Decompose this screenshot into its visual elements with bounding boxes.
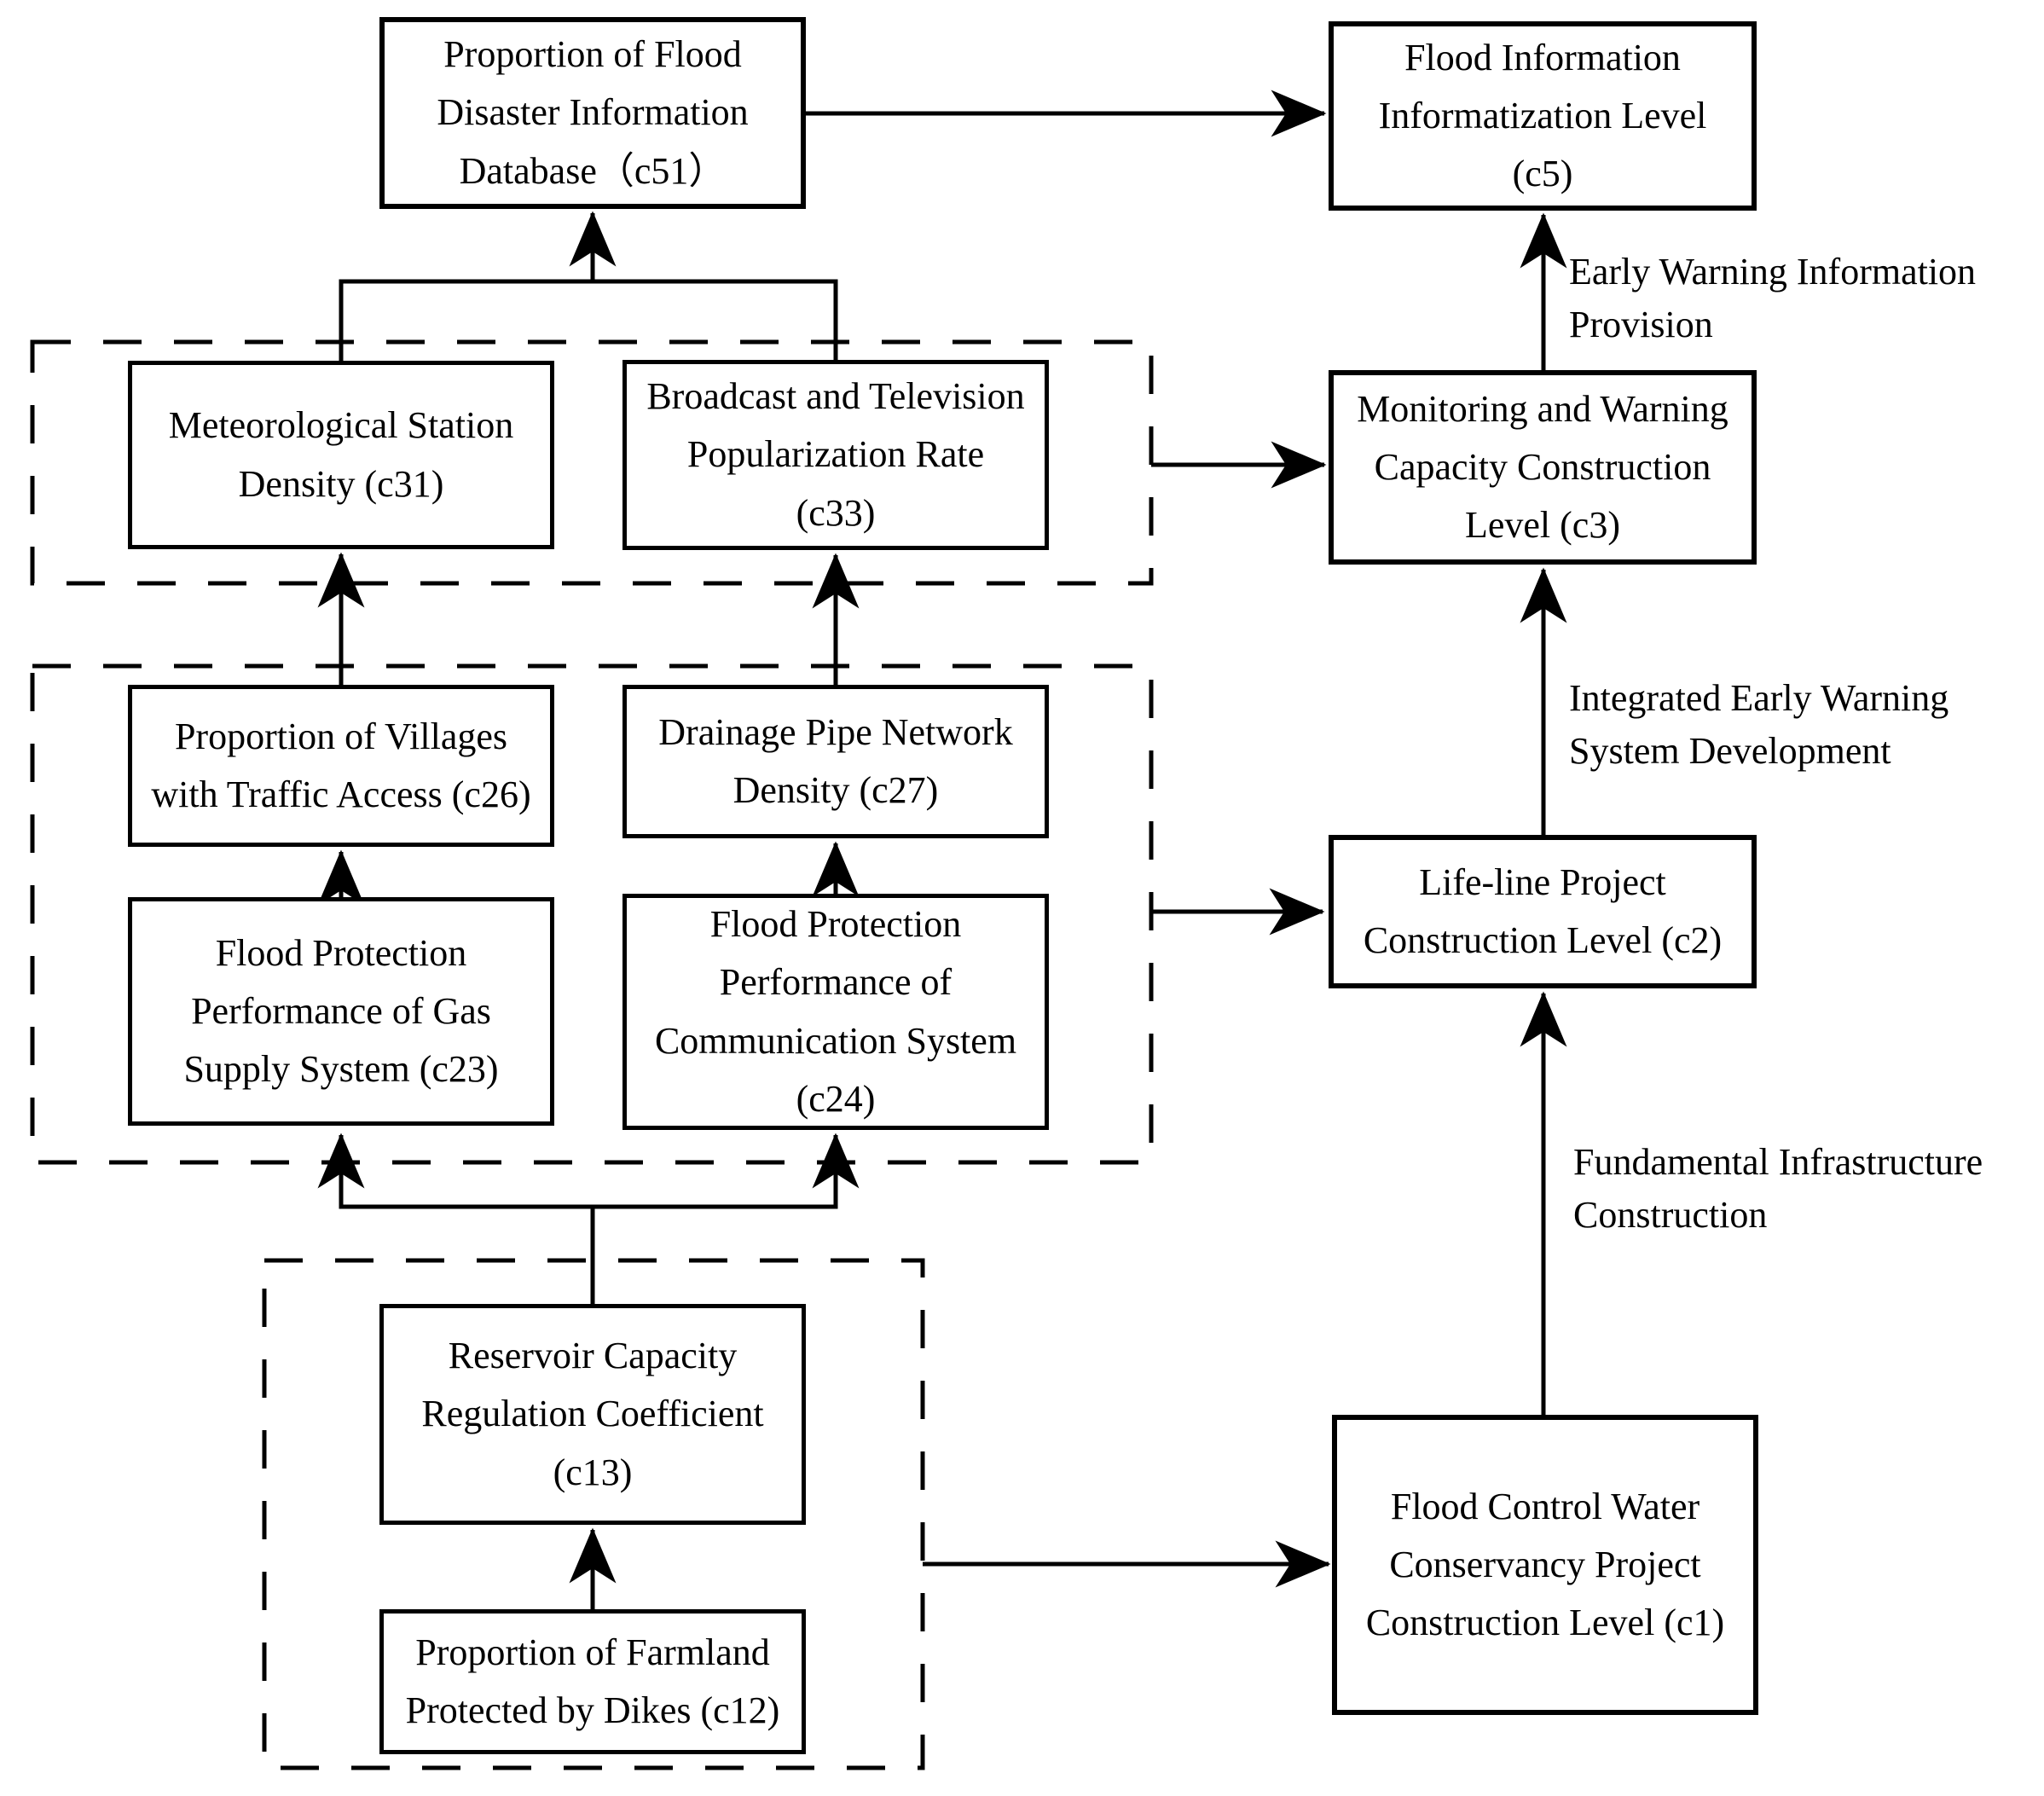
node-c5: Flood Information Informatization Level … xyxy=(1329,21,1757,211)
node-c24-label: Flood Protection Performance of Communic… xyxy=(654,903,1017,1120)
node-c31: Meteorological Station Density (c31) xyxy=(128,361,554,549)
node-c24: Flood Protection Performance of Communic… xyxy=(622,894,1049,1130)
node-c3: Monitoring and Warning Capacity Construc… xyxy=(1329,370,1757,565)
node-c1: Flood Control Water Conservancy Project … xyxy=(1332,1415,1758,1715)
edge-label-early-warning-information-provision: Early Warning Information Provision xyxy=(1569,251,1977,346)
node-c12: Proportion of Farmland Protected by Dike… xyxy=(379,1609,806,1754)
node-c33: Broadcast and Television Popularization … xyxy=(622,360,1049,550)
node-c51: Proportion of Flood Disaster Information… xyxy=(379,17,806,209)
node-c26: Proportion of Villages with Traffic Acce… xyxy=(128,685,554,847)
node-c23: Flood Protection Performance of Gas Supp… xyxy=(128,897,554,1126)
group-flood-control-indicators xyxy=(262,1258,925,1770)
node-c51-label: Proportion of Flood Disaster Information… xyxy=(437,33,749,192)
node-c2: Life-line Project Construction Level (c2… xyxy=(1329,835,1757,988)
node-c27-label: Drainage Pipe Network Density (c27) xyxy=(658,710,1013,811)
node-c27: Drainage Pipe Network Density (c27) xyxy=(622,685,1049,838)
node-c23-label: Flood Protection Performance of Gas Supp… xyxy=(183,931,499,1091)
edge-label-integrated-early-warning-system-development: Integrated Early Warning System Developm… xyxy=(1569,677,1949,773)
node-c3-label: Monitoring and Warning Capacity Construc… xyxy=(1357,387,1728,547)
node-c2-label: Life-line Project Construction Level (c2… xyxy=(1363,860,1723,961)
node-c33-label: Broadcast and Television Popularization … xyxy=(646,375,1025,534)
node-c31-label: Meteorological Station Density (c31) xyxy=(168,404,514,505)
node-c5-label: Flood Information Informatization Level … xyxy=(1378,36,1707,195)
node-c26-label: Proportion of Villages with Traffic Acce… xyxy=(151,715,531,815)
node-c13-label: Reservoir Capacity Regulation Coefficien… xyxy=(421,1335,764,1493)
group-lifeline-indicators xyxy=(30,663,1154,1165)
node-c12-label: Proportion of Farmland Protected by Dike… xyxy=(405,1631,780,1731)
edge-label-fundamental-infrastructure-construction: Fundamental Infrastructure Construction xyxy=(1573,1141,1983,1237)
node-c1-label: Flood Control Water Conservancy Project … xyxy=(1365,1485,1725,1644)
node-c13: Reservoir Capacity Regulation Coefficien… xyxy=(379,1304,806,1525)
